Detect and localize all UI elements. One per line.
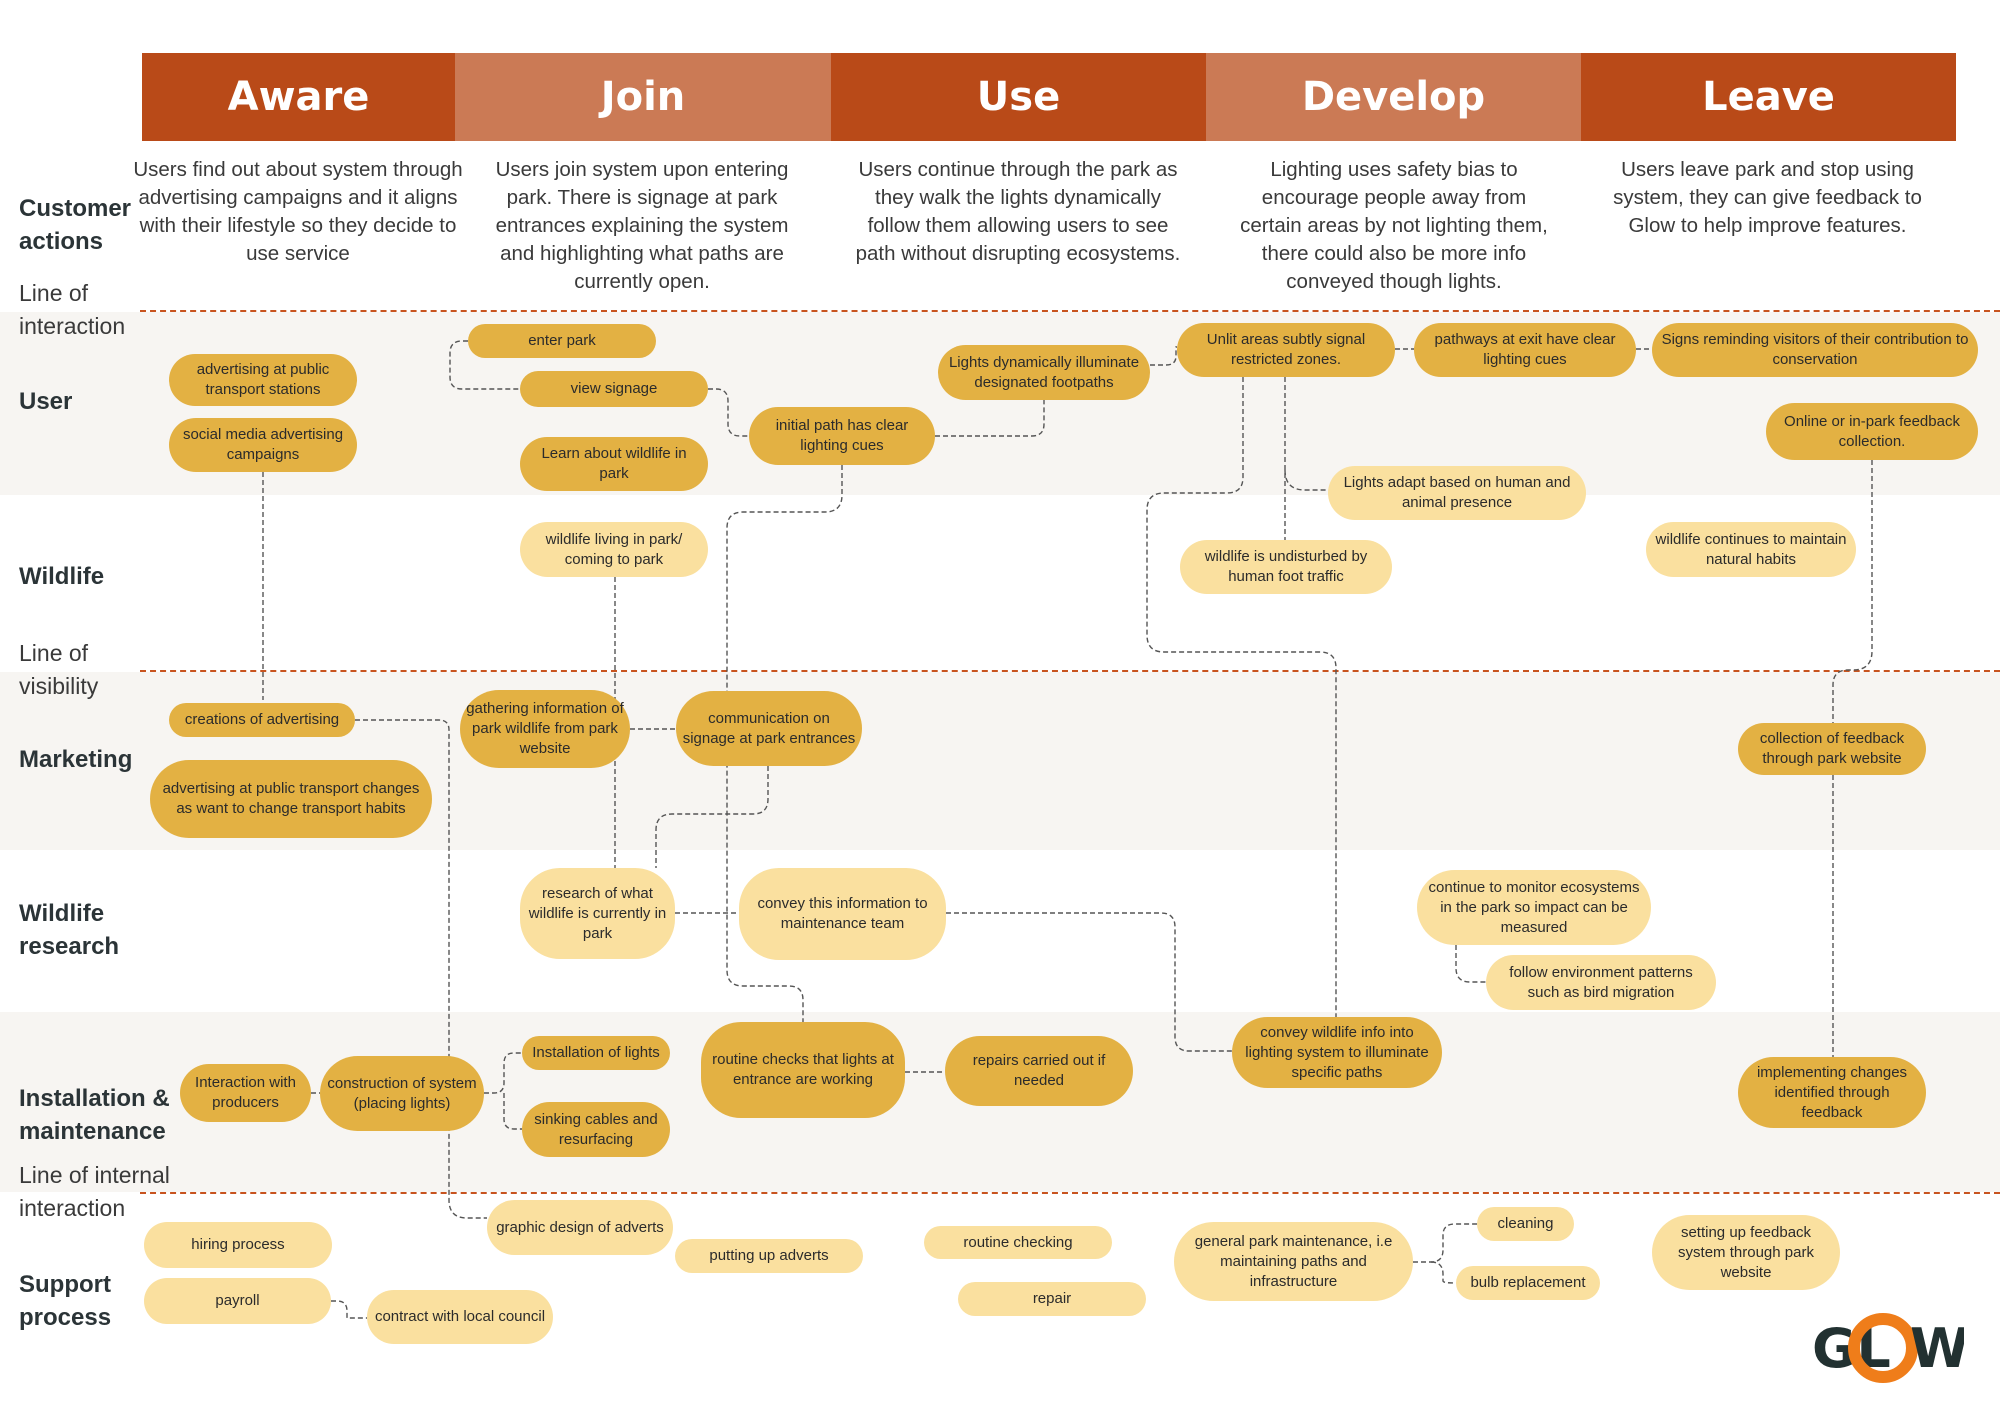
phase-join: Join <box>455 53 831 141</box>
connector-monitor-to-patterns <box>1455 945 1486 983</box>
connector-construction-to-install <box>484 1052 522 1094</box>
phase-leave-description: Users leave park and stop using system, … <box>1613 158 1922 237</box>
lane-installation-maintenance: Installation & maintenance <box>19 1085 170 1145</box>
node-sinking-cables: sinking cables and resurfacing <box>522 1102 670 1157</box>
node-continue-monitor: continue to monitor ecosystems in the pa… <box>1417 870 1651 945</box>
phase-leave: Leave <box>1581 53 1956 141</box>
node-follow-patterns: follow environment patterns such as bird… <box>1486 955 1716 1010</box>
node-research-wildlife: research of what wildlife is currently i… <box>520 868 675 959</box>
phase-develop: Develop <box>1206 53 1581 141</box>
node-graphic-design: graphic design of adverts <box>487 1200 673 1255</box>
lane-user: User <box>19 388 73 415</box>
line-of-interaction <box>140 310 2000 312</box>
connector-payroll-to-contract <box>331 1300 367 1319</box>
lane-wildlife-research: Wildlife research <box>19 900 120 960</box>
node-lights-footpaths: Lights dynamically illuminate designated… <box>938 345 1150 400</box>
phase-aware-description: Users find out about system through adve… <box>133 158 463 265</box>
node-online-feedback: Online or in-park feedback collection. <box>1766 403 1978 460</box>
node-creations-adv: creations of advertising <box>169 703 355 737</box>
node-interaction-producers: Interaction with producers <box>180 1064 311 1122</box>
phase-aware: Aware <box>142 53 455 141</box>
node-wildlife-undisturbed: wildlife is undisturbed by human foot tr… <box>1180 540 1392 594</box>
line-of-internal-interaction-label: Line of internal interaction <box>19 1162 170 1221</box>
connector-convey-to-convey-wildlife <box>946 912 1232 1052</box>
node-routine-checking: routine checking <box>924 1226 1112 1259</box>
node-initial-path: initial path has clear lighting cues <box>749 407 935 465</box>
node-view-signage: view signage <box>520 371 708 407</box>
node-learn-wildlife: Learn about wildlife in park <box>520 437 708 491</box>
node-wildlife-living: wildlife living in park/ coming to park <box>520 522 708 577</box>
node-setting-up-feedback: setting up feedback system through park … <box>1652 1215 1840 1290</box>
glow-logo: GL W <box>1812 1305 1970 1385</box>
node-repair: repair <box>958 1282 1146 1316</box>
node-bulb-replacement: bulb replacement <box>1456 1266 1600 1300</box>
node-enter-park: enter park <box>468 324 656 358</box>
node-putting-up: putting up adverts <box>675 1239 863 1273</box>
node-cleaning: cleaning <box>1477 1207 1574 1241</box>
connector-initial-to-lights <box>935 400 1045 437</box>
node-comm-signage: communication on signage at park entranc… <box>676 691 862 766</box>
ring-icon <box>1848 1313 1918 1383</box>
connector-maintenance-to-cleaning <box>1413 1223 1477 1263</box>
node-repairs: repairs carried out if needed <box>945 1036 1133 1106</box>
lane-support-process: Support process <box>19 1271 112 1331</box>
node-general-maintenance: general park maintenance, i.e maintainin… <box>1174 1222 1413 1301</box>
connector-signage-to-initial <box>708 388 749 437</box>
node-construction: construction of system (placing lights) <box>320 1056 484 1131</box>
phase-use: Use <box>831 53 1206 141</box>
line-of-internal-interaction <box>140 1192 2000 1194</box>
node-signs-reminding: Signs reminding visitors of their contri… <box>1652 323 1978 377</box>
lane-marketing: Marketing <box>19 746 133 773</box>
line-of-visibility-label: Line of visibility <box>19 640 99 699</box>
node-collection-feedback: collection of feedback through park webs… <box>1738 723 1926 775</box>
lane-customer-actions: Customer actions <box>19 195 132 255</box>
node-adv-changes: advertising at public transport changes … <box>150 760 432 838</box>
node-hiring: hiring process <box>144 1222 332 1268</box>
node-installation-lights: Installation of lights <box>522 1036 670 1070</box>
node-pathways-exit: pathways at exit have clear lighting cue… <box>1414 323 1636 377</box>
connector-enter-to-signage <box>449 340 520 390</box>
node-wildlife-continues: wildlife continues to maintain natural h… <box>1646 522 1856 577</box>
connector-creations-to-graphic <box>355 719 487 1219</box>
line-of-visibility <box>140 670 2000 672</box>
phase-develop-description: Lighting uses safety bias to encourage p… <box>1240 158 1548 293</box>
line-of-interaction-label: Line of interaction <box>19 280 126 339</box>
node-contract: contract with local council <box>367 1290 553 1344</box>
phase-join-description: Users join system upon entering park. Th… <box>495 158 789 293</box>
node-lights-adapt: Lights adapt based on human and animal p… <box>1328 466 1586 520</box>
node-payroll: payroll <box>144 1278 331 1324</box>
node-convey-info: convey this information to maintenance t… <box>739 868 946 960</box>
phase-use-description: Users continue through the park as they … <box>855 158 1181 265</box>
node-unlit-areas: Unlit areas subtly signal restricted zon… <box>1177 323 1395 377</box>
logo-text-right: W <box>1910 1317 1964 1380</box>
connector-unlit-to-adapt <box>1284 469 1328 491</box>
node-gathering-info: gathering information of park wildlife f… <box>460 690 630 768</box>
lane-wildlife: Wildlife <box>19 563 105 590</box>
node-routine-checks: routine checks that lights at entrance a… <box>701 1022 905 1118</box>
connector-comm-to-research <box>655 766 769 868</box>
node-implementing-changes: implementing changes identified through … <box>1738 1057 1926 1128</box>
connector-maintenance-to-bulb <box>1430 1261 1456 1284</box>
node-social-media: social media advertising campaigns <box>169 418 357 472</box>
connector-lights-to-unlit <box>1150 346 1177 366</box>
node-convey-wildlife: convey wildlife info into lighting syste… <box>1232 1017 1442 1088</box>
connector-construction-to-sinking <box>503 1093 522 1130</box>
connector-unlit-to-convey-wildlife <box>1146 377 1337 1017</box>
connector-feedback-online-down <box>1832 460 1873 723</box>
node-adv-transport: advertising at public transport stations <box>169 354 357 406</box>
